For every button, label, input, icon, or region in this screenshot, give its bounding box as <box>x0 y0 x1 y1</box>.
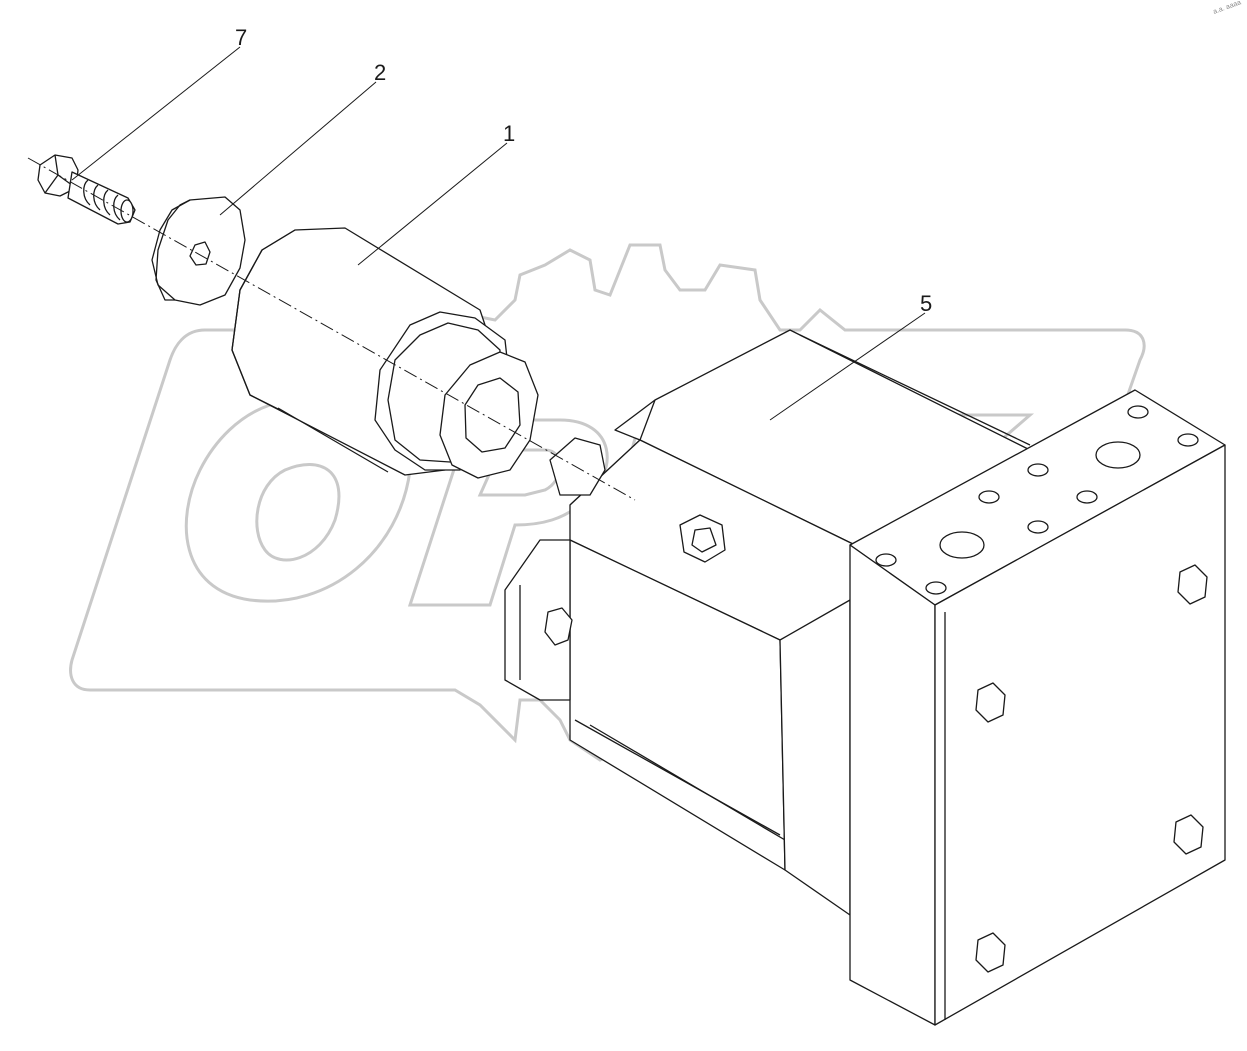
housing-side-strip <box>779 599 851 916</box>
plate-bolt-2 <box>975 682 1006 723</box>
plate-face-bolts <box>975 564 1208 973</box>
callout-1: 1 <box>503 121 515 146</box>
part-2-washer <box>151 196 246 306</box>
pin-stub <box>549 437 606 496</box>
leader-line-1 <box>357 142 508 266</box>
washer-hole <box>189 241 211 266</box>
leader-line-7 <box>71 46 241 181</box>
plate-hole-7 <box>1027 520 1049 534</box>
plate-hole-10 <box>925 581 947 595</box>
callout-7: 7 <box>235 25 247 50</box>
plate-front-face <box>934 444 1226 1026</box>
housing-top-edge <box>799 334 1031 446</box>
plate-hole-8 <box>939 531 985 559</box>
leader-lines <box>71 46 926 421</box>
washer-edge <box>155 199 191 301</box>
plate-hole-5 <box>978 490 1000 504</box>
part-7-bolt <box>37 154 136 225</box>
corner-mark: a.a. aaaa <box>1212 0 1242 16</box>
plate-hole-6 <box>1076 490 1098 504</box>
housing-lower-edge-1 <box>574 719 781 836</box>
bushing-rim <box>231 229 296 411</box>
plate-hole-9 <box>875 553 897 567</box>
bushing-bore <box>464 377 521 453</box>
plate-hole-1 <box>1127 405 1149 419</box>
bushing-lower-line <box>277 407 389 473</box>
plate-top-holes <box>875 405 1199 595</box>
part-5-housing <box>504 329 1226 1026</box>
plate-left-face <box>849 544 936 1026</box>
housing-left-ear <box>504 539 571 701</box>
plate-bolt-3 <box>1173 814 1204 855</box>
plate-hole-4 <box>1027 463 1049 477</box>
face-bolt-inner <box>691 527 717 553</box>
housing-lower-edge-2 <box>589 724 786 841</box>
plate-hole-2 <box>1177 433 1199 447</box>
callout-5: 5 <box>920 291 932 316</box>
bolt-tip <box>120 199 134 223</box>
plate-bolt-4 <box>975 932 1006 973</box>
plate-bolt-1 <box>1177 564 1208 605</box>
part-1-bushing <box>231 227 539 479</box>
leader-line-5 <box>769 312 926 421</box>
ear-bolt-head <box>544 607 573 646</box>
callout-2: 2 <box>374 60 386 85</box>
assembly-axis <box>27 157 636 501</box>
plate-hole-3 <box>1095 441 1141 469</box>
leader-line-2 <box>219 81 377 216</box>
